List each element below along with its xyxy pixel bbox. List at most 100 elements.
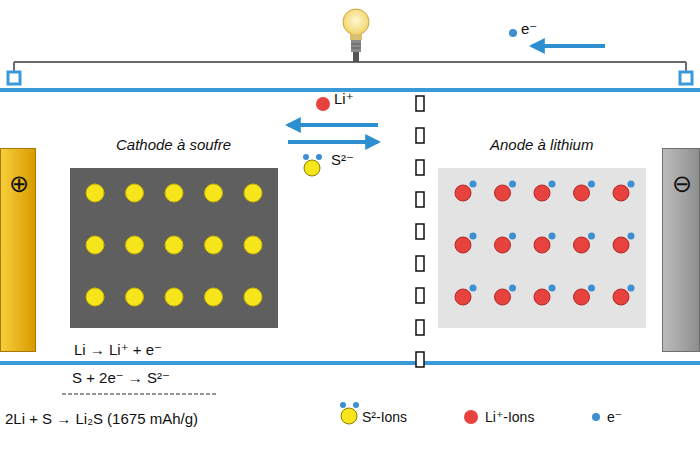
separator-cell [416, 192, 424, 207]
sulfur-atom [165, 236, 183, 254]
sulfur-atom [244, 288, 262, 306]
electron-dot [549, 181, 556, 188]
electron-dot [509, 181, 516, 188]
electron-dot [509, 233, 516, 240]
light-bulb [351, 48, 361, 49]
light-bulb [351, 40, 361, 52]
legend-s-ion-icon [340, 402, 359, 424]
lithium-atom [495, 237, 511, 253]
sulfur-atom [86, 236, 104, 254]
electron-dot [628, 233, 635, 240]
lithium-atom [534, 289, 550, 305]
separator [416, 96, 424, 367]
light-bulb [351, 44, 361, 45]
sulfur-atom [126, 288, 144, 306]
electron-dot [588, 233, 595, 240]
electron-dot [628, 285, 635, 292]
electron-dot [588, 181, 595, 188]
lithium-atom [613, 289, 629, 305]
lithium-atom [534, 185, 550, 201]
reaction-equation: 2Li + S → Li₂S (1675 mAh/g) [3, 410, 200, 428]
reaction-equation: S + 2e⁻ → S²⁻ [70, 369, 172, 387]
separator-cell [416, 288, 424, 303]
legend-s-ion-icon [340, 402, 346, 408]
external-wire [14, 61, 686, 63]
electron-dot [470, 233, 477, 240]
lithium-atom [613, 237, 629, 253]
legend-text: e⁻ [607, 408, 622, 426]
sulfur-atom [205, 288, 223, 306]
electron-flow-arrow [532, 44, 605, 48]
separator-cell [416, 224, 424, 239]
sulfur-atom [244, 236, 262, 254]
sulfur-atom [126, 184, 144, 202]
lithium-atom [495, 185, 511, 201]
lithium-atoms [438, 168, 646, 328]
ion-flow-arrows [304, 160, 320, 176]
bus-lines [0, 361, 700, 365]
light-bulb [343, 9, 369, 62]
separator-cell [416, 256, 424, 271]
lithium-atom [455, 237, 471, 253]
light-bulb [343, 9, 369, 35]
electron-dot [470, 285, 477, 292]
separator-cell [416, 96, 424, 111]
legend-swatch [592, 413, 600, 421]
lithium-atom [455, 289, 471, 305]
equation-divider [62, 394, 218, 395]
legend-s-ion-icon [353, 402, 359, 408]
ion-flow-arrows [288, 97, 378, 176]
ion-flow-arrows [288, 123, 378, 127]
ion-flow-arrows [316, 97, 330, 111]
separator-cell [416, 352, 424, 367]
sulfur-atom [244, 184, 262, 202]
electron-dot [588, 285, 595, 292]
terminal-squares [680, 72, 692, 84]
sulfur-atoms [70, 168, 278, 328]
light-bulb [353, 52, 359, 62]
lithium-atom [495, 289, 511, 305]
electron-label: e⁻ [521, 20, 537, 38]
bus-lines [0, 90, 700, 363]
sulfur-atom [86, 288, 104, 306]
electron-dot [509, 285, 516, 292]
electron-dot [549, 233, 556, 240]
electron-dot [628, 181, 635, 188]
external-wire [14, 62, 686, 72]
sulfur-atom [165, 184, 183, 202]
reaction-equation: Li → Li⁺ + e⁻ [72, 341, 164, 359]
electron-dot [549, 285, 556, 292]
electrode-heading: Cathode à soufre [116, 136, 231, 154]
legend-s-ion-icon [341, 408, 357, 424]
ion-flow-arrows [288, 140, 378, 144]
positive-electrode: ⊕ [0, 148, 36, 352]
terminal-squares [8, 72, 20, 84]
separator-cell [416, 160, 424, 175]
sulfur-atom [126, 236, 144, 254]
terminal-squares [8, 72, 692, 84]
legend-swatch [464, 410, 478, 424]
lithium-anode: Anode à lithium [438, 168, 646, 328]
ion-flow-arrows [316, 154, 322, 160]
lithium-atom [534, 237, 550, 253]
sulfur-atom [205, 236, 223, 254]
separator-cell [416, 320, 424, 335]
separator-cell [416, 128, 424, 143]
ion-flow-arrows [303, 154, 309, 160]
lithium-atom [574, 185, 590, 201]
legend-text: S²-Ions [362, 408, 407, 426]
electrode-heading: Anode à lithium [490, 136, 593, 154]
electron-dot [470, 181, 477, 188]
sulfur-atom [86, 184, 104, 202]
polarity-symbol: ⊖ [672, 171, 692, 197]
lithium-atom [613, 185, 629, 201]
electron-flow-arrow [509, 29, 517, 37]
legend-text: Li⁺-Ions [485, 408, 534, 426]
lithium-atom [574, 289, 590, 305]
equation-divider [62, 393, 218, 394]
ion-label: S²⁻ [331, 151, 354, 169]
light-bulb [350, 34, 362, 40]
ion-label: Li⁺ [334, 90, 354, 108]
lithium-atom [574, 237, 590, 253]
